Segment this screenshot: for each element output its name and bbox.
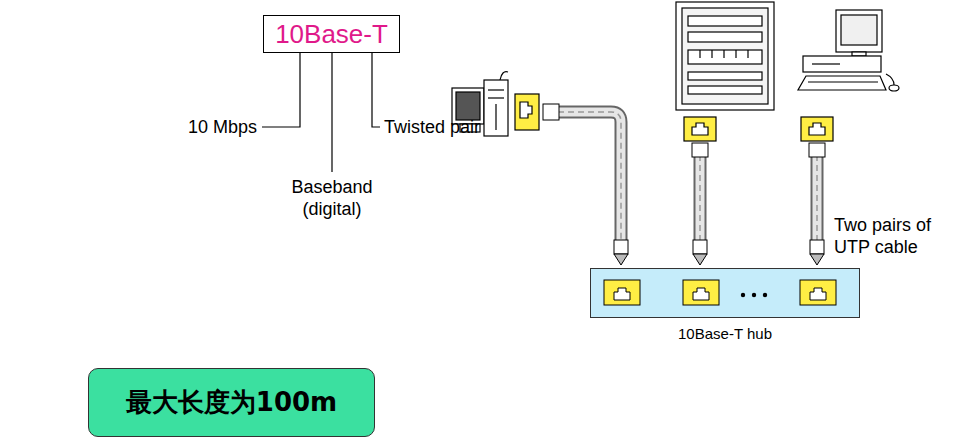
standard-name-box: 10Base-T [263, 15, 400, 53]
server-icon [676, 2, 774, 110]
utp-cable [558, 112, 817, 242]
note-box: 最大长度为100m [88, 368, 375, 437]
rate-label: 10 Mbps [188, 116, 257, 138]
hub-label: 10Base-T hub [591, 325, 859, 342]
leader-lines [262, 53, 380, 172]
pc-icon [798, 10, 899, 91]
signal-label: Baseband (digital) [282, 176, 382, 220]
cable-note: Two pairs of UTP cable [834, 214, 946, 258]
box-text: 10Base-T [275, 19, 388, 50]
medium-label: Twisted pair [384, 116, 480, 138]
hub-ports [591, 269, 859, 317]
cable-plug [543, 104, 825, 265]
hub-box: 10Base-T hub [590, 268, 860, 318]
box-text: 最大长度为100m [126, 385, 337, 420]
